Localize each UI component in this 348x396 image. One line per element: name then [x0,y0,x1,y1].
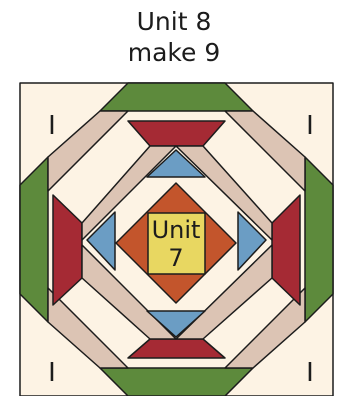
unit-title: Unit 8 [136,7,212,36]
green-trapezoid-bottom [99,367,254,396]
green-trapezoid-right [304,156,334,323]
green-trapezoid-left [19,156,49,323]
corner-label-tl: I [48,111,56,141]
blue-triangle-bottom [146,310,206,338]
blue-triangle-top [146,149,206,178]
center-unit-number: 7 [168,244,183,272]
tan-strip-outer-br [224,287,306,369]
center-unit-label: Unit [152,216,201,244]
corner-label-bl: I [48,358,56,388]
tan-strip-outer-tr [224,110,306,192]
green-trapezoid-top [99,82,254,112]
yellow-center-square [147,212,206,275]
corner-label-tr: I [306,111,314,141]
tan-strip-outer-tl [47,110,129,192]
make-count: make 9 [127,38,221,67]
blue-triangle-left [86,211,116,271]
tan-strip-inner-tr [175,145,273,241]
blue-triangle-right [237,211,267,271]
corner-label-br: I [306,358,314,388]
tan-strip-outer-bl [47,287,129,369]
tan-strip-inner-tl [81,145,177,241]
block-caption: Unit 8 make 9 [0,6,348,68]
